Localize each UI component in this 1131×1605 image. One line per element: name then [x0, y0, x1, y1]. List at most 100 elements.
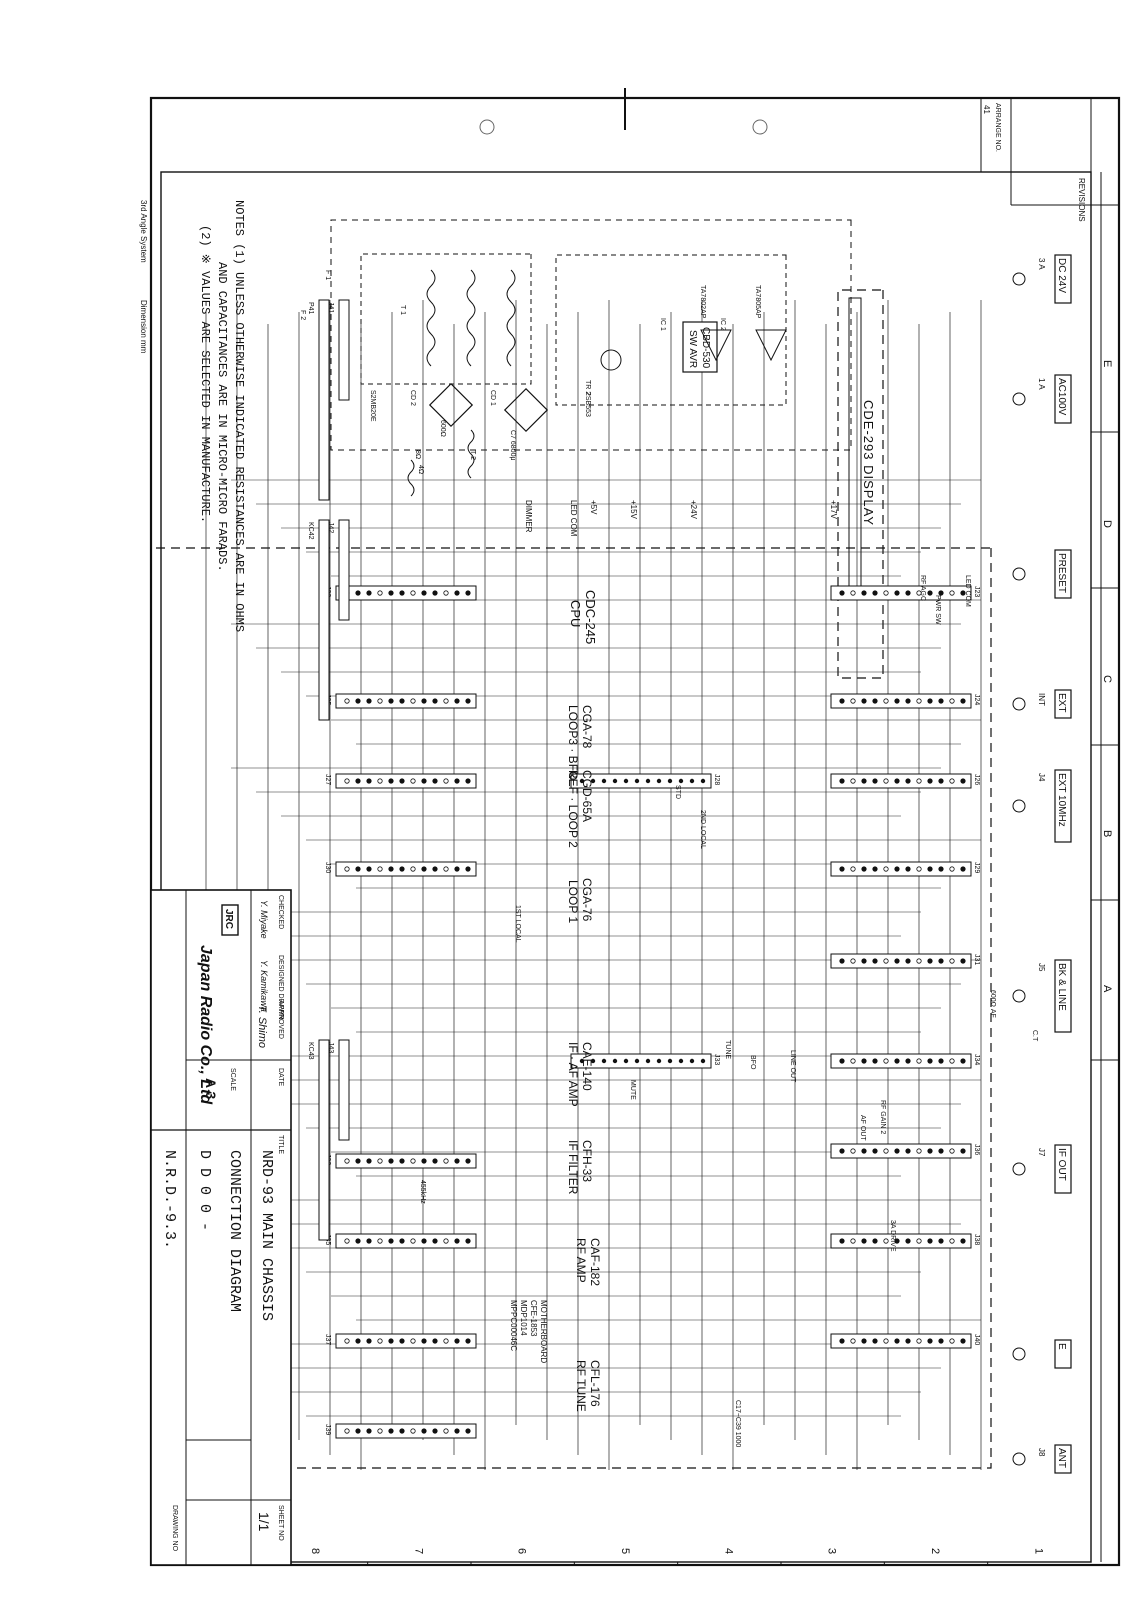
zone-number: 1: [1032, 1548, 1044, 1554]
part-label: F 2: [299, 310, 306, 320]
signal-label: 600Ω AF: [989, 990, 996, 1018]
regulator-function: SW AVR: [687, 330, 698, 368]
board-label-cfh-33: CFH-33 IF FILTER: [566, 1140, 594, 1195]
board-label-cfl-176: CFL-176 RF TUNE: [574, 1360, 602, 1412]
motherboard-title: MOTHERBOARD: [539, 1300, 548, 1363]
signal-label: STD: [674, 785, 681, 799]
motherboard-line: CFE-1853: [529, 1300, 538, 1337]
rail-label: +24V: [689, 500, 698, 520]
jack-strip: J40: [830, 1333, 980, 1349]
board-name: CAE-140: [580, 1042, 594, 1091]
company-logo: JRC: [223, 909, 234, 929]
jack-label: J33: [713, 1054, 720, 1065]
display-plug: J42: [327, 519, 350, 621]
board-name: CFH-33: [580, 1140, 594, 1182]
part-label: IC 1: [659, 318, 666, 331]
jack-strip: J33: [570, 1053, 720, 1069]
jack-label: J23: [973, 586, 980, 597]
board-subtitle: LOOP3 · BFO: [566, 705, 580, 780]
note-line: NOTES (1) UNLESS OTHERWISE INDICATED RES…: [232, 200, 246, 632]
plug-label: KC43: [307, 1042, 314, 1060]
signal-label: RF GAIN 2: [879, 1100, 886, 1134]
signal-label: LINE OUT: [789, 1050, 796, 1083]
rail-label: +5V: [589, 500, 598, 515]
drawing-number-model: N.R.D.-9.3.: [161, 1150, 178, 1249]
connector-label: EXT 10MHz: [1056, 773, 1067, 827]
jack-strip: J22: [324, 585, 477, 601]
part-label: T 1: [399, 305, 406, 315]
connector-detail: 3 A: [1037, 258, 1046, 270]
psu-outline: [330, 219, 852, 451]
regulator-ics: [600, 329, 787, 371]
jack-label: J37: [324, 1334, 331, 1345]
notes-block: NOTES (1) UNLESS OTHERWISE INDICATED RES…: [198, 200, 246, 632]
board-label-caf-182: CAF-182 RF AMP: [574, 1238, 602, 1286]
signal-label: AF OUT: [859, 1115, 866, 1141]
jack-label: J40: [973, 1334, 980, 1345]
board-label-cga-78: CGA-78 LOOP3 · BFO: [566, 705, 594, 780]
signal-label: BFO: [749, 1055, 756, 1070]
board-subtitle: REF · LOOP 2: [566, 770, 580, 848]
motherboard-line: MDP1014: [519, 1300, 528, 1336]
jack-strip: J27: [324, 773, 477, 789]
board-subtitle: LOOP 1: [566, 880, 580, 923]
part-label: F 1: [324, 270, 331, 280]
jack-strip: J24: [830, 693, 980, 709]
approved-signature: T. Shimo: [256, 1005, 268, 1048]
drawing-title: NRD-93 MAIN CHASSIS: [258, 1150, 275, 1321]
designed-label: DESIGNED DRAWN: [277, 955, 284, 1020]
zone-number-column: 123456789: [160, 1548, 1091, 1565]
part-label: C7 6800μ: [509, 430, 516, 461]
jack-label: J39: [324, 1424, 331, 1435]
jack-strip: J32: [324, 1153, 477, 1169]
board-label-cga-76: CGA-76 LOOP 1: [566, 878, 594, 923]
designed-signature: Y. Kamikawa: [259, 960, 269, 1012]
approved-label: APPROVED: [277, 1000, 284, 1039]
board-subtitle: CPU: [568, 600, 583, 627]
display-plug: J43: [327, 1039, 350, 1141]
punch-holes: [479, 88, 768, 135]
board-label-cae-140: CAE-140 IF · AF AMP: [566, 1042, 594, 1107]
zone-number: 3: [826, 1548, 838, 1554]
panel-connector: PRESET: [1012, 549, 1072, 599]
jack-strip: J39: [324, 1423, 477, 1439]
revisions-label: REVISIONS: [1077, 178, 1086, 222]
jack-strip: J25: [324, 693, 477, 709]
checked-signature: Y. Miyake: [259, 900, 269, 939]
scale-label: SCALE: [229, 1068, 236, 1091]
signal-label: 455kHz: [419, 1180, 426, 1204]
jack-label: J24: [973, 694, 980, 705]
plug-label: P41: [307, 302, 314, 315]
signal-label: MUTE: [629, 1080, 636, 1100]
part-label: TR 2: [584, 380, 591, 395]
arrange-number-box: ARRANGE NO. 41: [980, 97, 1012, 173]
board-subtitle: RF TUNE: [574, 1360, 588, 1412]
zone-letter: C: [1101, 675, 1113, 683]
sheet-value: 1/1: [256, 1512, 272, 1532]
connector-label: DC 24V: [1056, 258, 1067, 293]
jack-strip: J36: [830, 1143, 980, 1159]
arrange-label: ARRANGE NO.: [994, 103, 1001, 152]
drawing-subtitle: CONNECTION DIAGRAM: [226, 1150, 243, 1312]
display-plug: J41: [327, 299, 350, 401]
component-labels: IC 1 IC 2 TA7802AP TA7805AP TR 2 2SB553 …: [299, 270, 761, 1447]
sheet-label: SHEET NO: [277, 1505, 284, 1541]
transformer-outline: [360, 253, 532, 385]
jack-strip: J23: [830, 585, 980, 601]
jack-label: J28: [713, 774, 720, 785]
drawing-number: D D 0 0 -: [196, 1150, 213, 1231]
display-label: CDE-293 DISPLAY: [861, 400, 876, 526]
panel-connector: DC 24V 3 A: [1012, 254, 1072, 304]
motherboard-line: MPPC00046C: [509, 1300, 518, 1351]
connector-detail: J7: [1037, 1148, 1046, 1157]
rail-label: DIMMER: [524, 500, 533, 533]
jack-label: J38: [973, 1234, 980, 1245]
jack-label: J31: [973, 954, 980, 965]
jack-strip: J37: [324, 1333, 477, 1349]
board-name: CGA-76: [580, 878, 594, 922]
